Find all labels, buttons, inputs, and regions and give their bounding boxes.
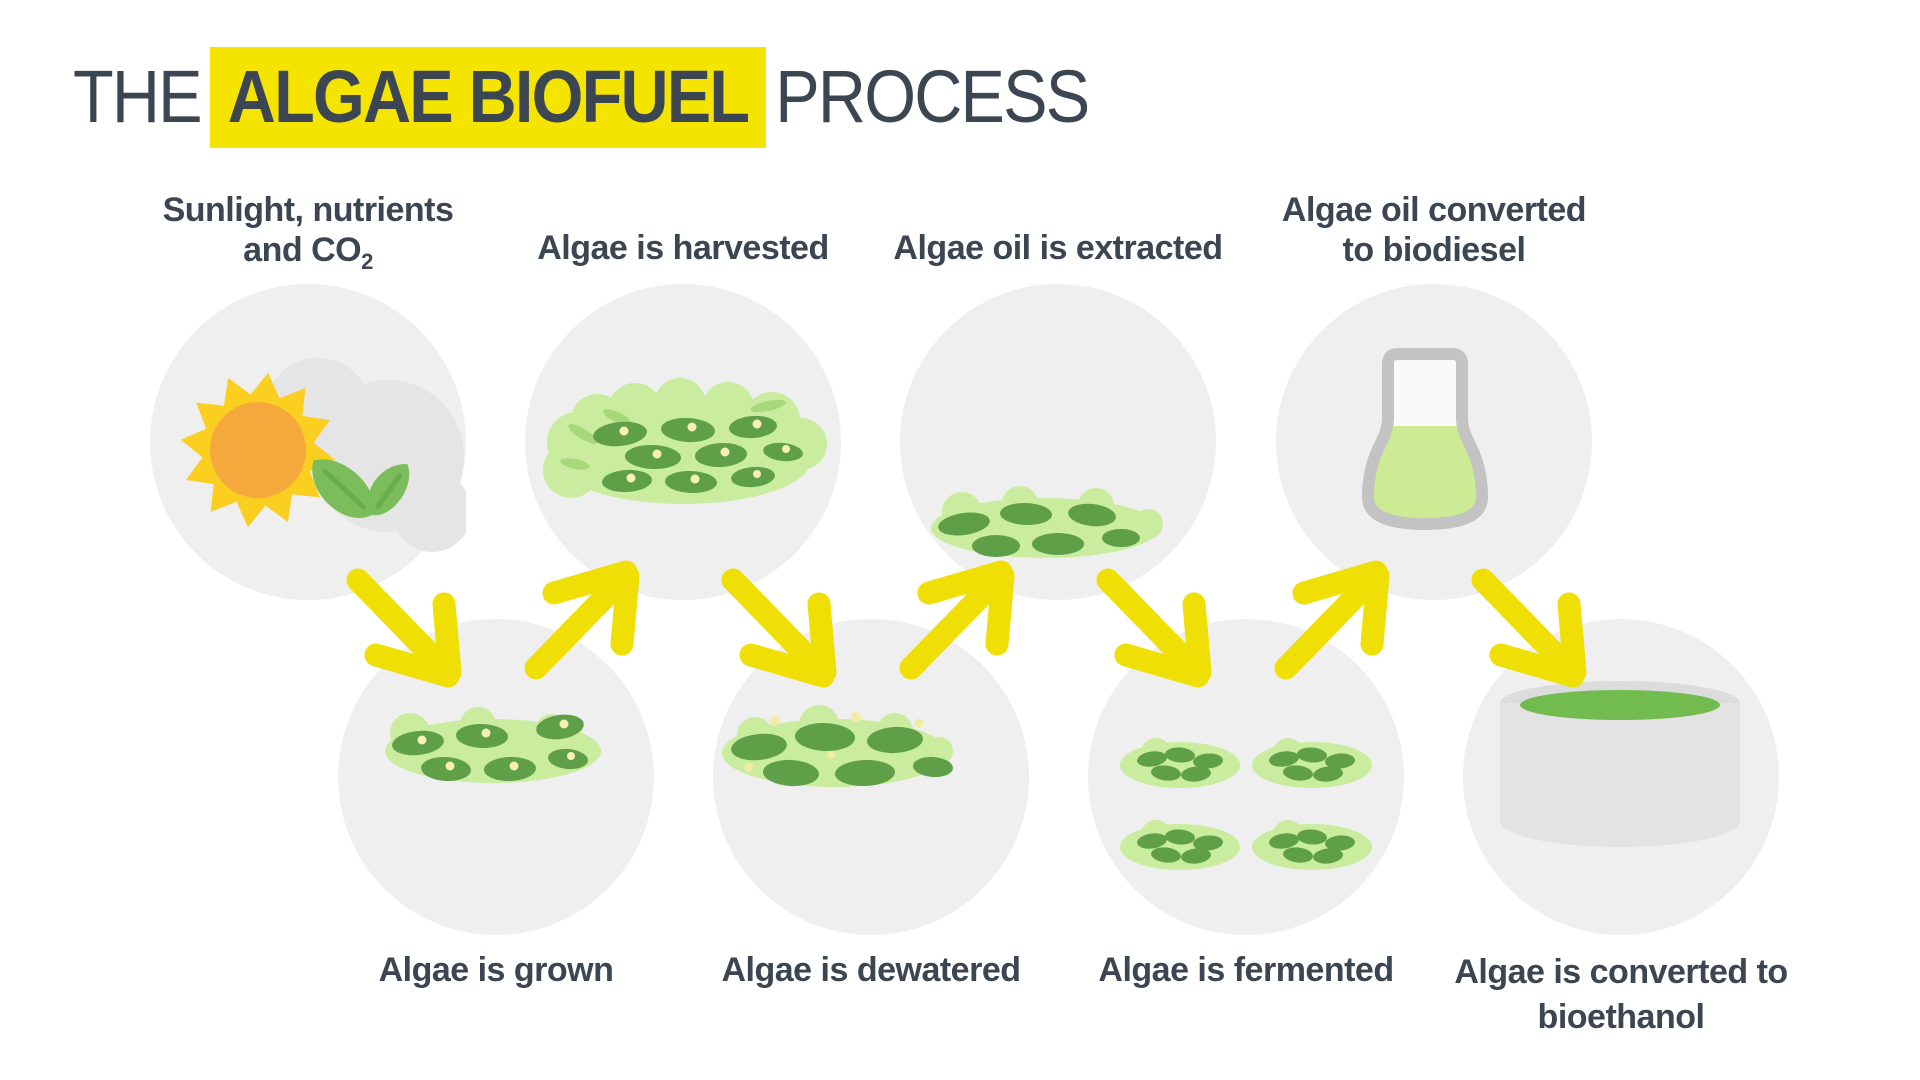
algae-blob-large-icon (722, 705, 953, 787)
sun-icon (180, 372, 336, 528)
circle-grown (338, 619, 654, 935)
circle-bioethanol (1463, 619, 1779, 935)
label-line: to biodiesel (1342, 231, 1526, 269)
title-highlight: ALGAE BIOFUEL (209, 47, 767, 148)
algae-clusters-icon (1120, 738, 1372, 870)
label-algae-harvested: Algae is harvested (443, 228, 923, 268)
label-line: Algae is fermented (1098, 951, 1394, 989)
label-line: Algae is converted to (1454, 953, 1788, 991)
vat-icon (1500, 681, 1740, 847)
label-line: Algae is harvested (537, 229, 829, 267)
label-line: Algae oil is extracted (893, 229, 1223, 267)
algae-blob-icon (931, 486, 1163, 558)
algae-blob-dotted-icon (385, 707, 601, 783)
label-line: bioethanol (1537, 998, 1705, 1036)
leaves-icon (312, 459, 410, 518)
flask-icon (1362, 348, 1488, 530)
label-line: and CO (243, 231, 362, 269)
label-algae-oil-biodiesel: Algae oil converted to biodiesel (1194, 190, 1674, 270)
algae-pile-icon (543, 378, 827, 504)
algae-cluster-icon (1252, 820, 1372, 870)
label-line: Algae is grown (378, 951, 614, 989)
circle-harvested (525, 284, 841, 600)
label-algae-fermented: Algae is fermented (1006, 950, 1486, 990)
label-line: Algae oil converted (1281, 191, 1587, 229)
label-subscript: 2 (361, 248, 373, 274)
algae-cluster-icon (1120, 738, 1240, 788)
label-algae-oil-extracted: Algae oil is extracted (818, 228, 1298, 268)
title-prefix: THE (73, 55, 203, 138)
circle-fermented (1088, 619, 1404, 935)
label-algae-grown: Algae is grown (256, 950, 736, 990)
label-algae-bioethanol: Algae is converted to bioethanol (1381, 950, 1861, 1040)
circle-biodiesel (1276, 284, 1592, 600)
algae-cluster-icon (1252, 738, 1372, 788)
circle-dewatered (713, 619, 1029, 935)
circle-oil-extracted (900, 284, 1216, 600)
title-suffix: PROCESS (775, 55, 1090, 138)
sun-cloud-leaves-icon (180, 358, 466, 552)
label-line: Algae is dewatered (721, 951, 1021, 989)
label-algae-dewatered: Algae is dewatered (631, 950, 1111, 990)
label-line: Sunlight, nutrients (162, 191, 454, 229)
label-sunlight-nutrients-co2: Sunlight, nutrients and CO2 (68, 190, 548, 282)
algae-cluster-icon (1120, 820, 1240, 870)
circle-sunlight (150, 284, 466, 600)
